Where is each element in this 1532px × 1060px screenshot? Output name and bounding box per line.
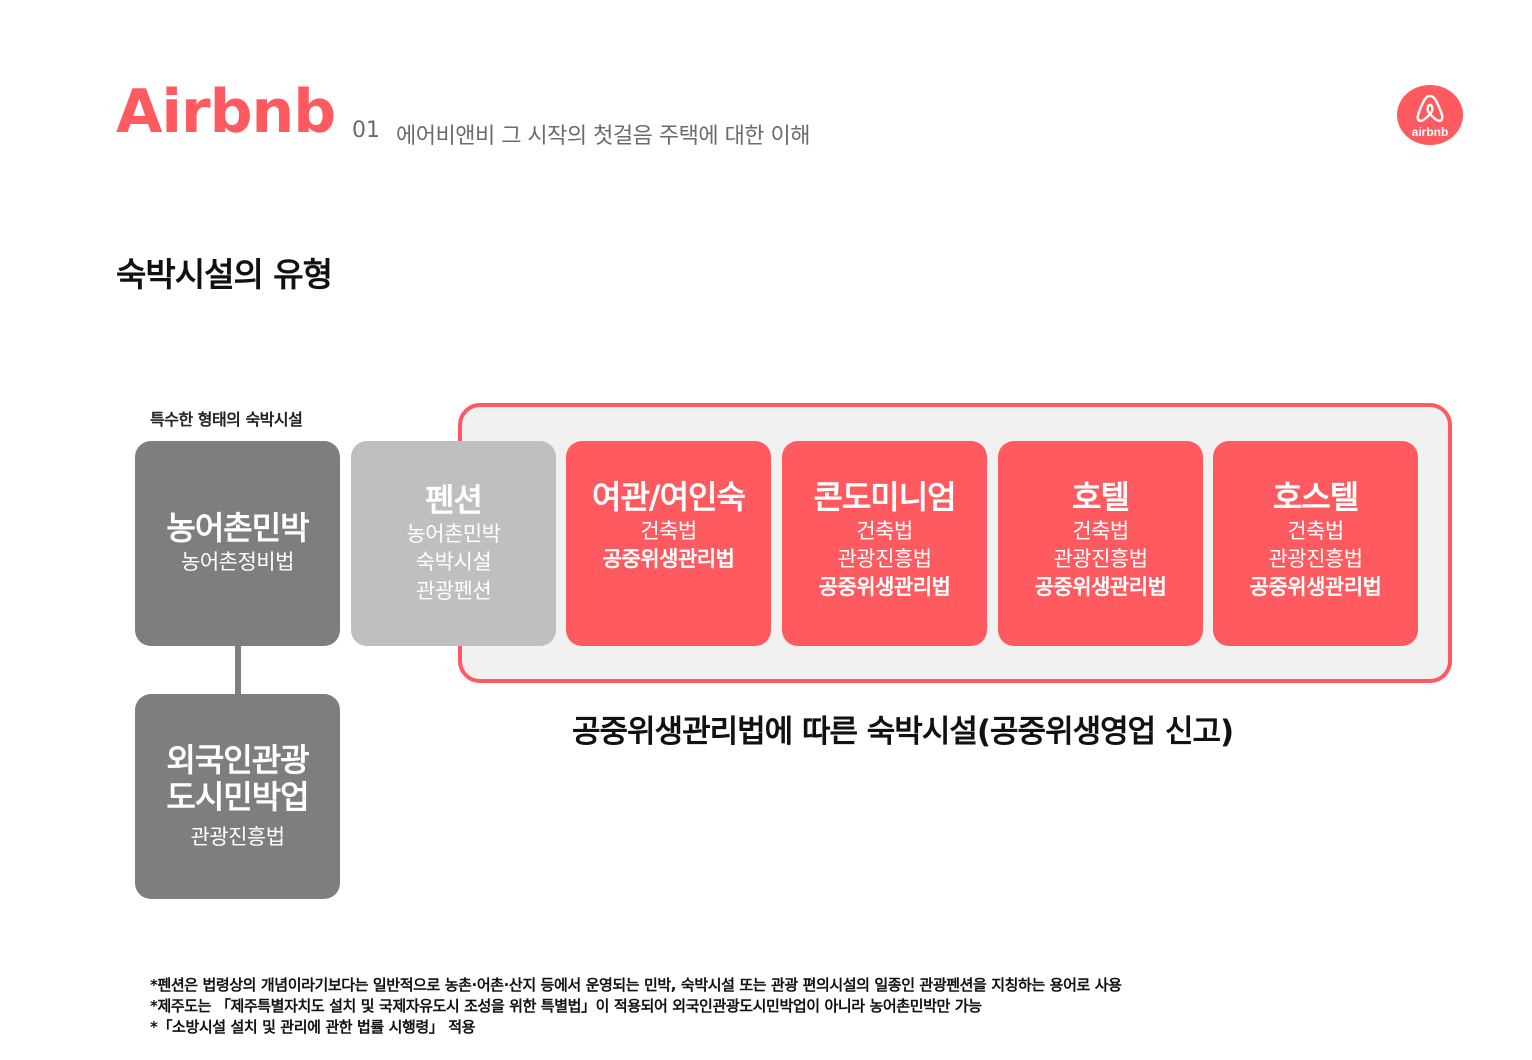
card-law: 관광펜션 [415, 578, 492, 603]
card-title: 여관/여인숙 [592, 478, 746, 516]
footnotes: *펜션은 법령상의 개념이라기보다는 일반적으로 농촌·어촌·산지 등에서 운영… [150, 975, 1122, 1038]
card-law: 관광진흥법 [837, 547, 932, 572]
card-law: 농어촌정비법 [181, 550, 294, 575]
card-condominium: 콘도미니엄 건축법 관광진흥법 공중위생관리법 [782, 441, 987, 646]
card-law: 관광진흥법 [190, 825, 285, 850]
section-number: 01 [352, 118, 380, 143]
card-title-line: 도시민박업 [166, 778, 309, 817]
connector-line [235, 646, 241, 694]
card-hotel: 호텔 건축법 관광진흥법 공중위생관리법 [998, 441, 1203, 646]
card-law: 관광진흥법 [1053, 547, 1148, 572]
logo-text: airbnb [1412, 125, 1449, 139]
card-inn: 여관/여인숙 건축법 공중위생관리법 [566, 441, 771, 646]
card-farm-stay: 농어촌민박 농어촌정비법 [135, 441, 340, 646]
card-title: 호스텔 [1272, 478, 1359, 516]
card-title: 콘도미니엄 [813, 478, 956, 516]
footnote: *제주도는 「제주특별자치도 설치 및 국제자유도시 조성을 위한 특별법」이 … [150, 997, 982, 1015]
card-law: 공중위생관리법 [1034, 575, 1167, 600]
card-law: 건축법 [1287, 518, 1344, 543]
footnote: *「소방시설 설치 및 관리에 관한 법률 시행령」 적용 [150, 1018, 476, 1036]
section-title: 에어비앤비 그 시작의 첫걸음 주택에 대한 이해 [396, 124, 811, 149]
card-law: 건축법 [1072, 518, 1129, 543]
card-law: 농어촌민박 [406, 521, 501, 546]
card-foreign-tourist-stay: 외국인관광 도시민박업 관광진흥법 [135, 694, 340, 899]
card-law: 관광진흥법 [1268, 547, 1363, 572]
card-law: 숙박시설 [415, 550, 492, 575]
card-law: 건축법 [856, 518, 913, 543]
footnote: *펜션은 법령상의 개념이라기보다는 일반적으로 농촌·어촌·산지 등에서 운영… [150, 976, 1122, 994]
frame-caption: 공중위생관리법에 따른 숙박시설(공중위생영업 신고) [572, 714, 1234, 750]
card-law: 건축법 [640, 518, 697, 543]
page-title: 숙박시설의 유형 [116, 255, 333, 294]
card-title: 펜션 [425, 481, 483, 520]
card-title-line: 외국인관광 [166, 740, 309, 779]
brand-wordmark: Airbnb [116, 77, 336, 147]
card-pension: 펜션 농어촌민박 숙박시설 관광펜션 [351, 441, 556, 646]
card-law: 공중위생관리법 [1249, 575, 1382, 600]
card-law: 공중위생관리법 [818, 575, 951, 600]
card-title: 농어촌민박 [166, 509, 309, 548]
card-hostel: 호스텔 건축법 관광진흥법 공중위생관리법 [1213, 441, 1418, 646]
special-accommodation-label: 특수한 형태의 숙박시설 [150, 410, 303, 429]
card-title: 호텔 [1072, 478, 1130, 516]
airbnb-logo-icon: airbnb [1396, 84, 1464, 146]
card-law: 공중위생관리법 [602, 547, 735, 572]
